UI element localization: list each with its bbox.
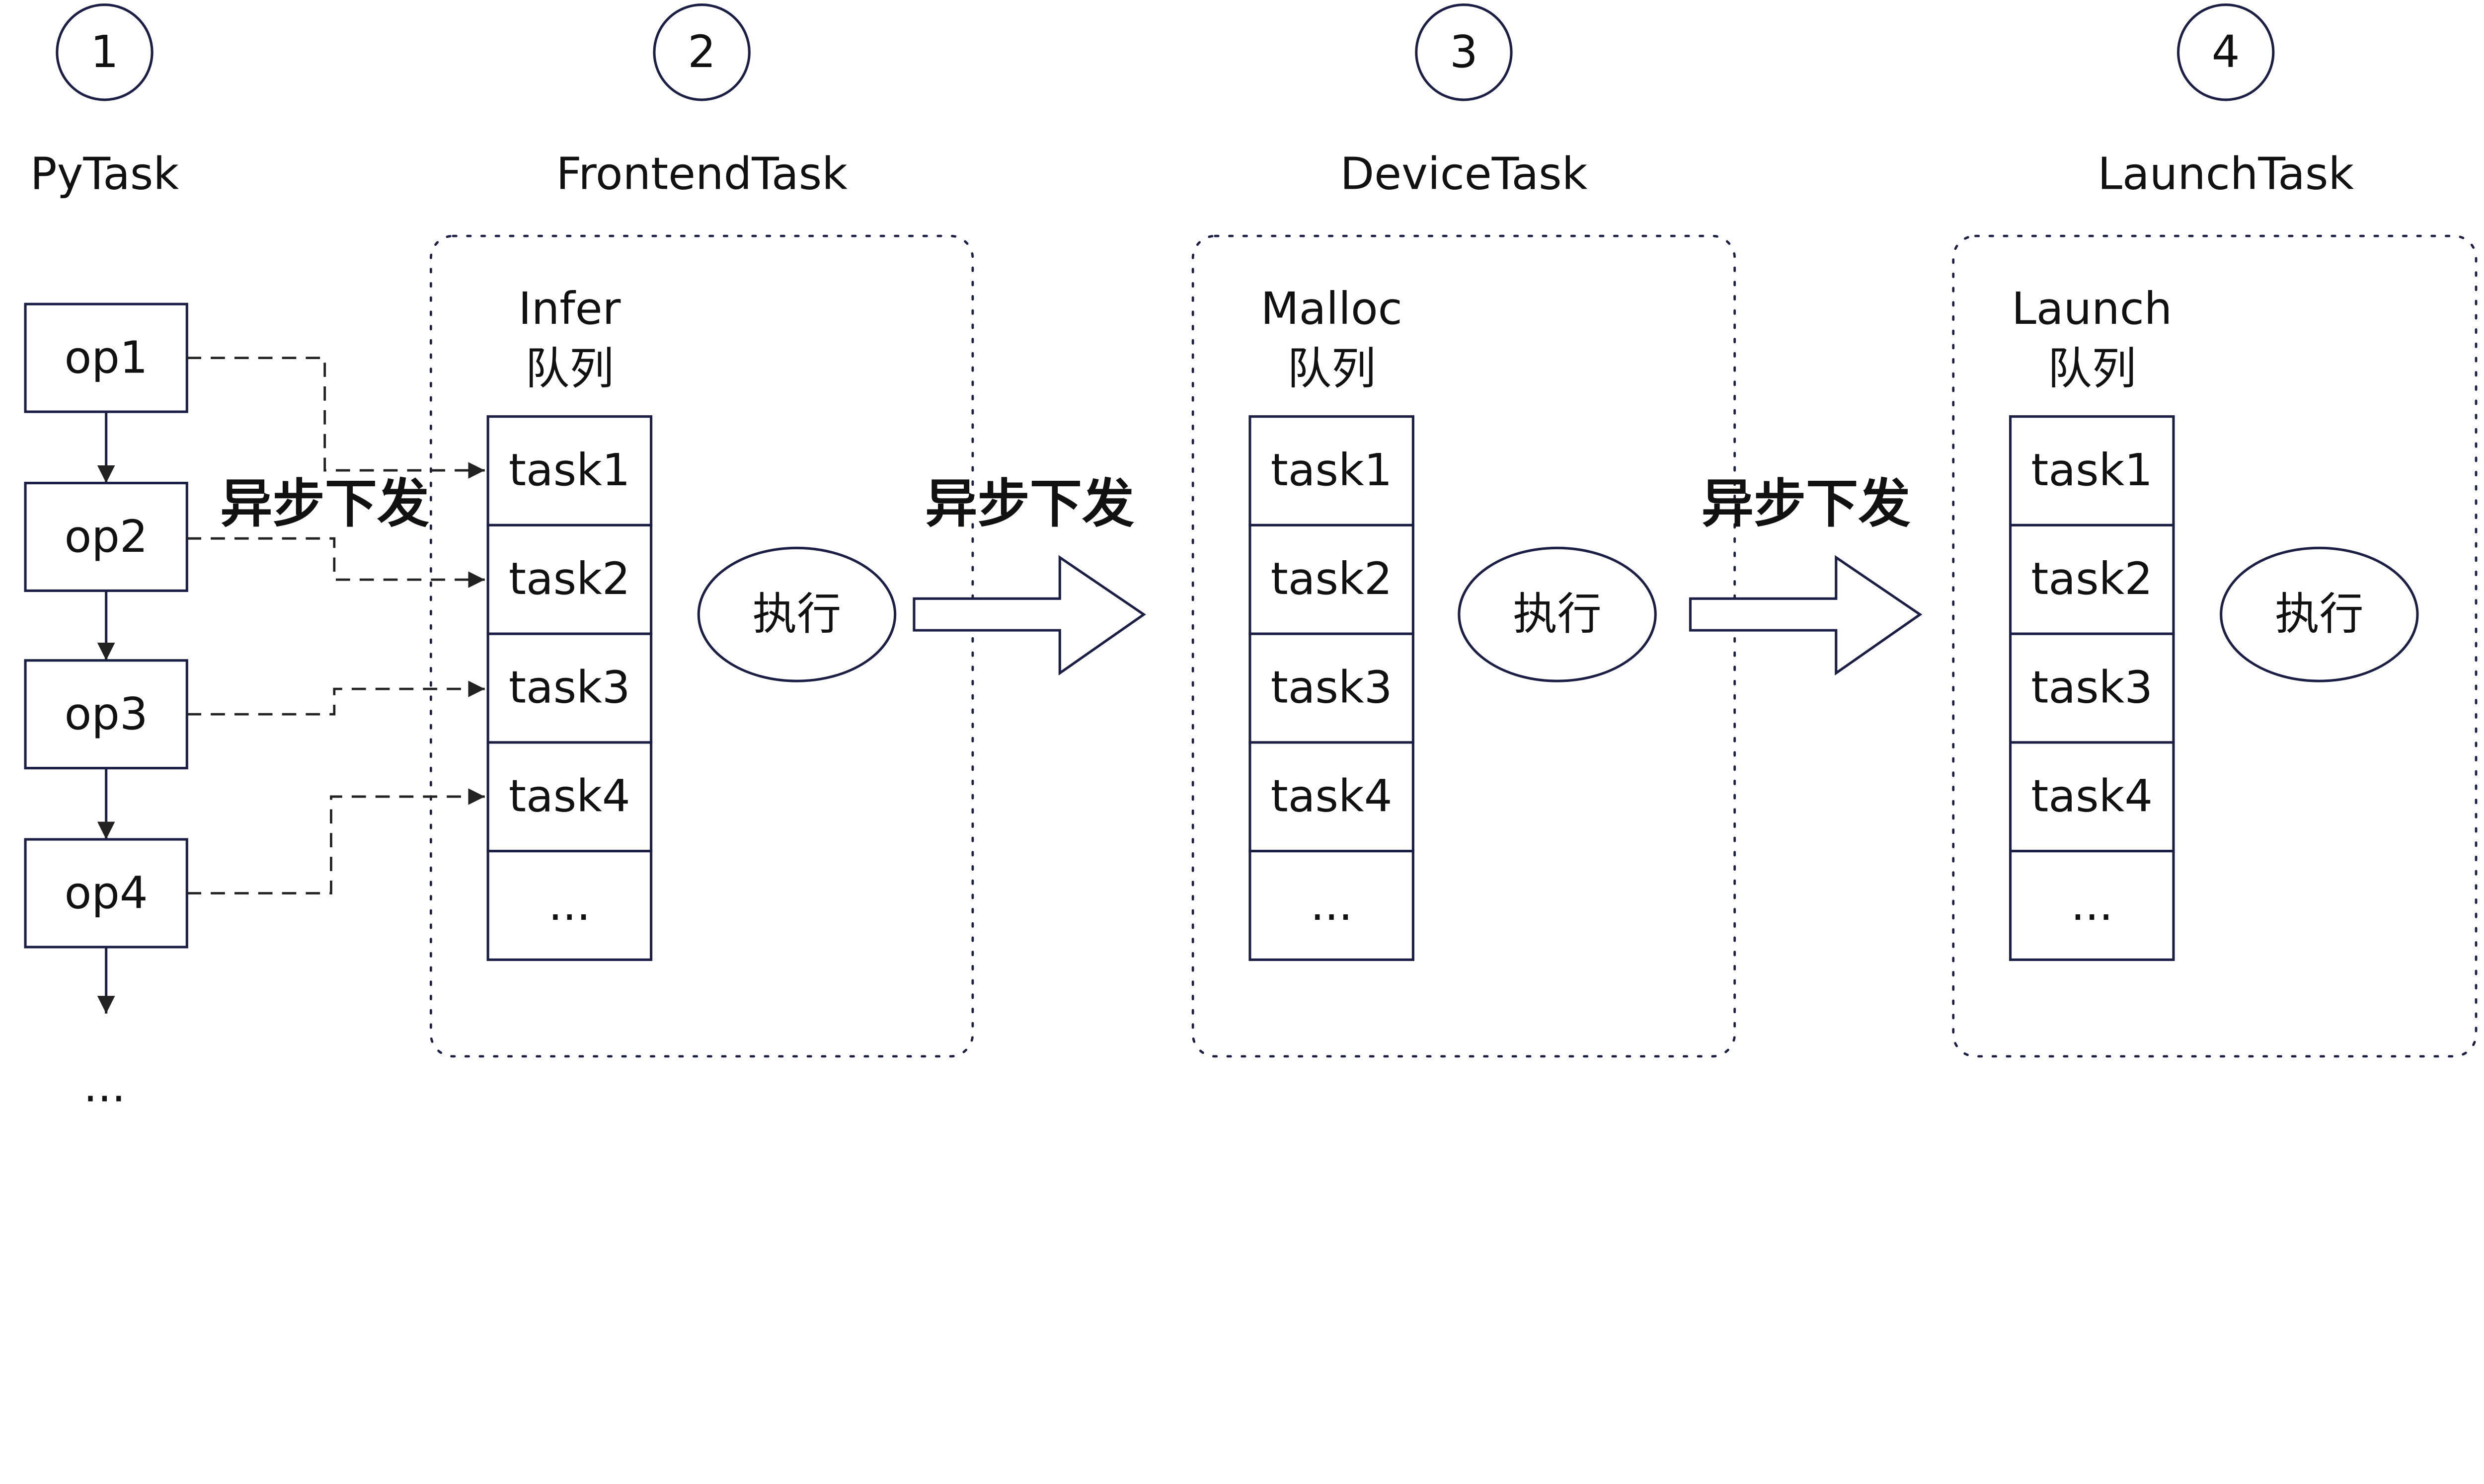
queue-task-label: task2 xyxy=(509,553,630,605)
queue-task-label: task3 xyxy=(509,662,630,714)
async-dispatch-dashed-arrow xyxy=(187,537,485,588)
queue-name-cn: 队列 xyxy=(525,343,614,395)
op-label: op4 xyxy=(65,867,148,919)
execute-label: 执行 xyxy=(753,589,842,640)
stage-title: FrontendTask xyxy=(556,148,848,200)
queue-task-label: task4 xyxy=(509,770,630,822)
queue-task-label: task3 xyxy=(1271,662,1393,714)
execute-ellipse xyxy=(2220,546,2419,682)
queue-task-label: ... xyxy=(2071,879,2113,931)
execute-ellipse xyxy=(697,546,897,682)
stage-number-circle xyxy=(653,3,751,101)
op-box xyxy=(24,838,188,949)
queue-name: Infer xyxy=(518,283,621,335)
ops-ellipsis: ... xyxy=(83,1060,126,1112)
stage-number: 4 xyxy=(2212,26,2240,78)
stage-number-circle xyxy=(56,3,154,101)
stage-number-circle xyxy=(2177,3,2275,101)
stage-title: PyTask xyxy=(30,148,179,200)
op-label: op3 xyxy=(65,688,148,740)
stage-number: 3 xyxy=(1450,26,1478,78)
queue-task-cell xyxy=(1248,741,1414,853)
async-dispatch-big-arrow xyxy=(1689,555,1923,676)
queue-task-label: ... xyxy=(1311,879,1353,931)
stage-container xyxy=(1952,234,2478,1058)
queue-task-label: task4 xyxy=(1271,770,1393,822)
stage-title: DeviceTask xyxy=(1340,148,1587,200)
queue-task-cell xyxy=(1248,850,1414,961)
queue-task-label: task2 xyxy=(1271,553,1393,605)
async-dispatch-label: 异步下发 xyxy=(220,473,429,534)
queue-task-cell xyxy=(486,741,653,853)
queue-task-cell xyxy=(2009,415,2175,526)
queue-name-cn: 队列 xyxy=(1287,343,1376,395)
stage-number: 1 xyxy=(90,26,119,78)
queue-task-label: task1 xyxy=(1271,445,1393,496)
queue-task-cell xyxy=(1248,632,1414,744)
queue-name: Launch xyxy=(2012,283,2172,335)
async-dispatch-dashed-arrow xyxy=(187,680,485,716)
stage-title: LaunchTask xyxy=(2097,148,2354,200)
stage-number-circle xyxy=(1415,3,1513,101)
queue-task-cell xyxy=(2009,850,2175,961)
queue-task-cell xyxy=(2009,632,2175,744)
stage-number: 2 xyxy=(688,26,716,78)
op-label: op2 xyxy=(65,511,148,563)
queue-task-cell xyxy=(486,850,653,961)
queue-task-cell xyxy=(486,415,653,526)
queue-task-cell xyxy=(486,523,653,635)
op-box xyxy=(24,482,188,592)
async-dispatch-big-arrow xyxy=(913,555,1146,676)
queue-name-cn: 队列 xyxy=(2048,343,2137,395)
queue-task-label: task1 xyxy=(2031,445,2153,496)
queue-task-label: task3 xyxy=(2031,662,2153,714)
queue-name: Malloc xyxy=(1261,283,1402,335)
op-label: op1 xyxy=(65,332,148,384)
op-box xyxy=(24,302,188,413)
execute-ellipse xyxy=(1458,546,1657,682)
async-dispatch-dashed-arrow xyxy=(187,788,485,894)
op-box xyxy=(24,659,188,770)
queue-task-cell xyxy=(2009,523,2175,635)
queue-task-label: task4 xyxy=(2031,770,2153,822)
queue-task-label: ... xyxy=(548,879,591,931)
async-dispatch-label: 异步下发 xyxy=(1702,473,1911,534)
execute-label: 执行 xyxy=(1513,589,1602,640)
queue-task-label: task1 xyxy=(509,445,630,496)
queue-task-label: task2 xyxy=(2031,553,2153,605)
async-dispatch-label: 异步下发 xyxy=(925,473,1134,534)
execute-label: 执行 xyxy=(2275,589,2364,640)
queue-task-cell xyxy=(2009,741,2175,853)
async-dispatch-dashed-arrow xyxy=(187,357,485,479)
